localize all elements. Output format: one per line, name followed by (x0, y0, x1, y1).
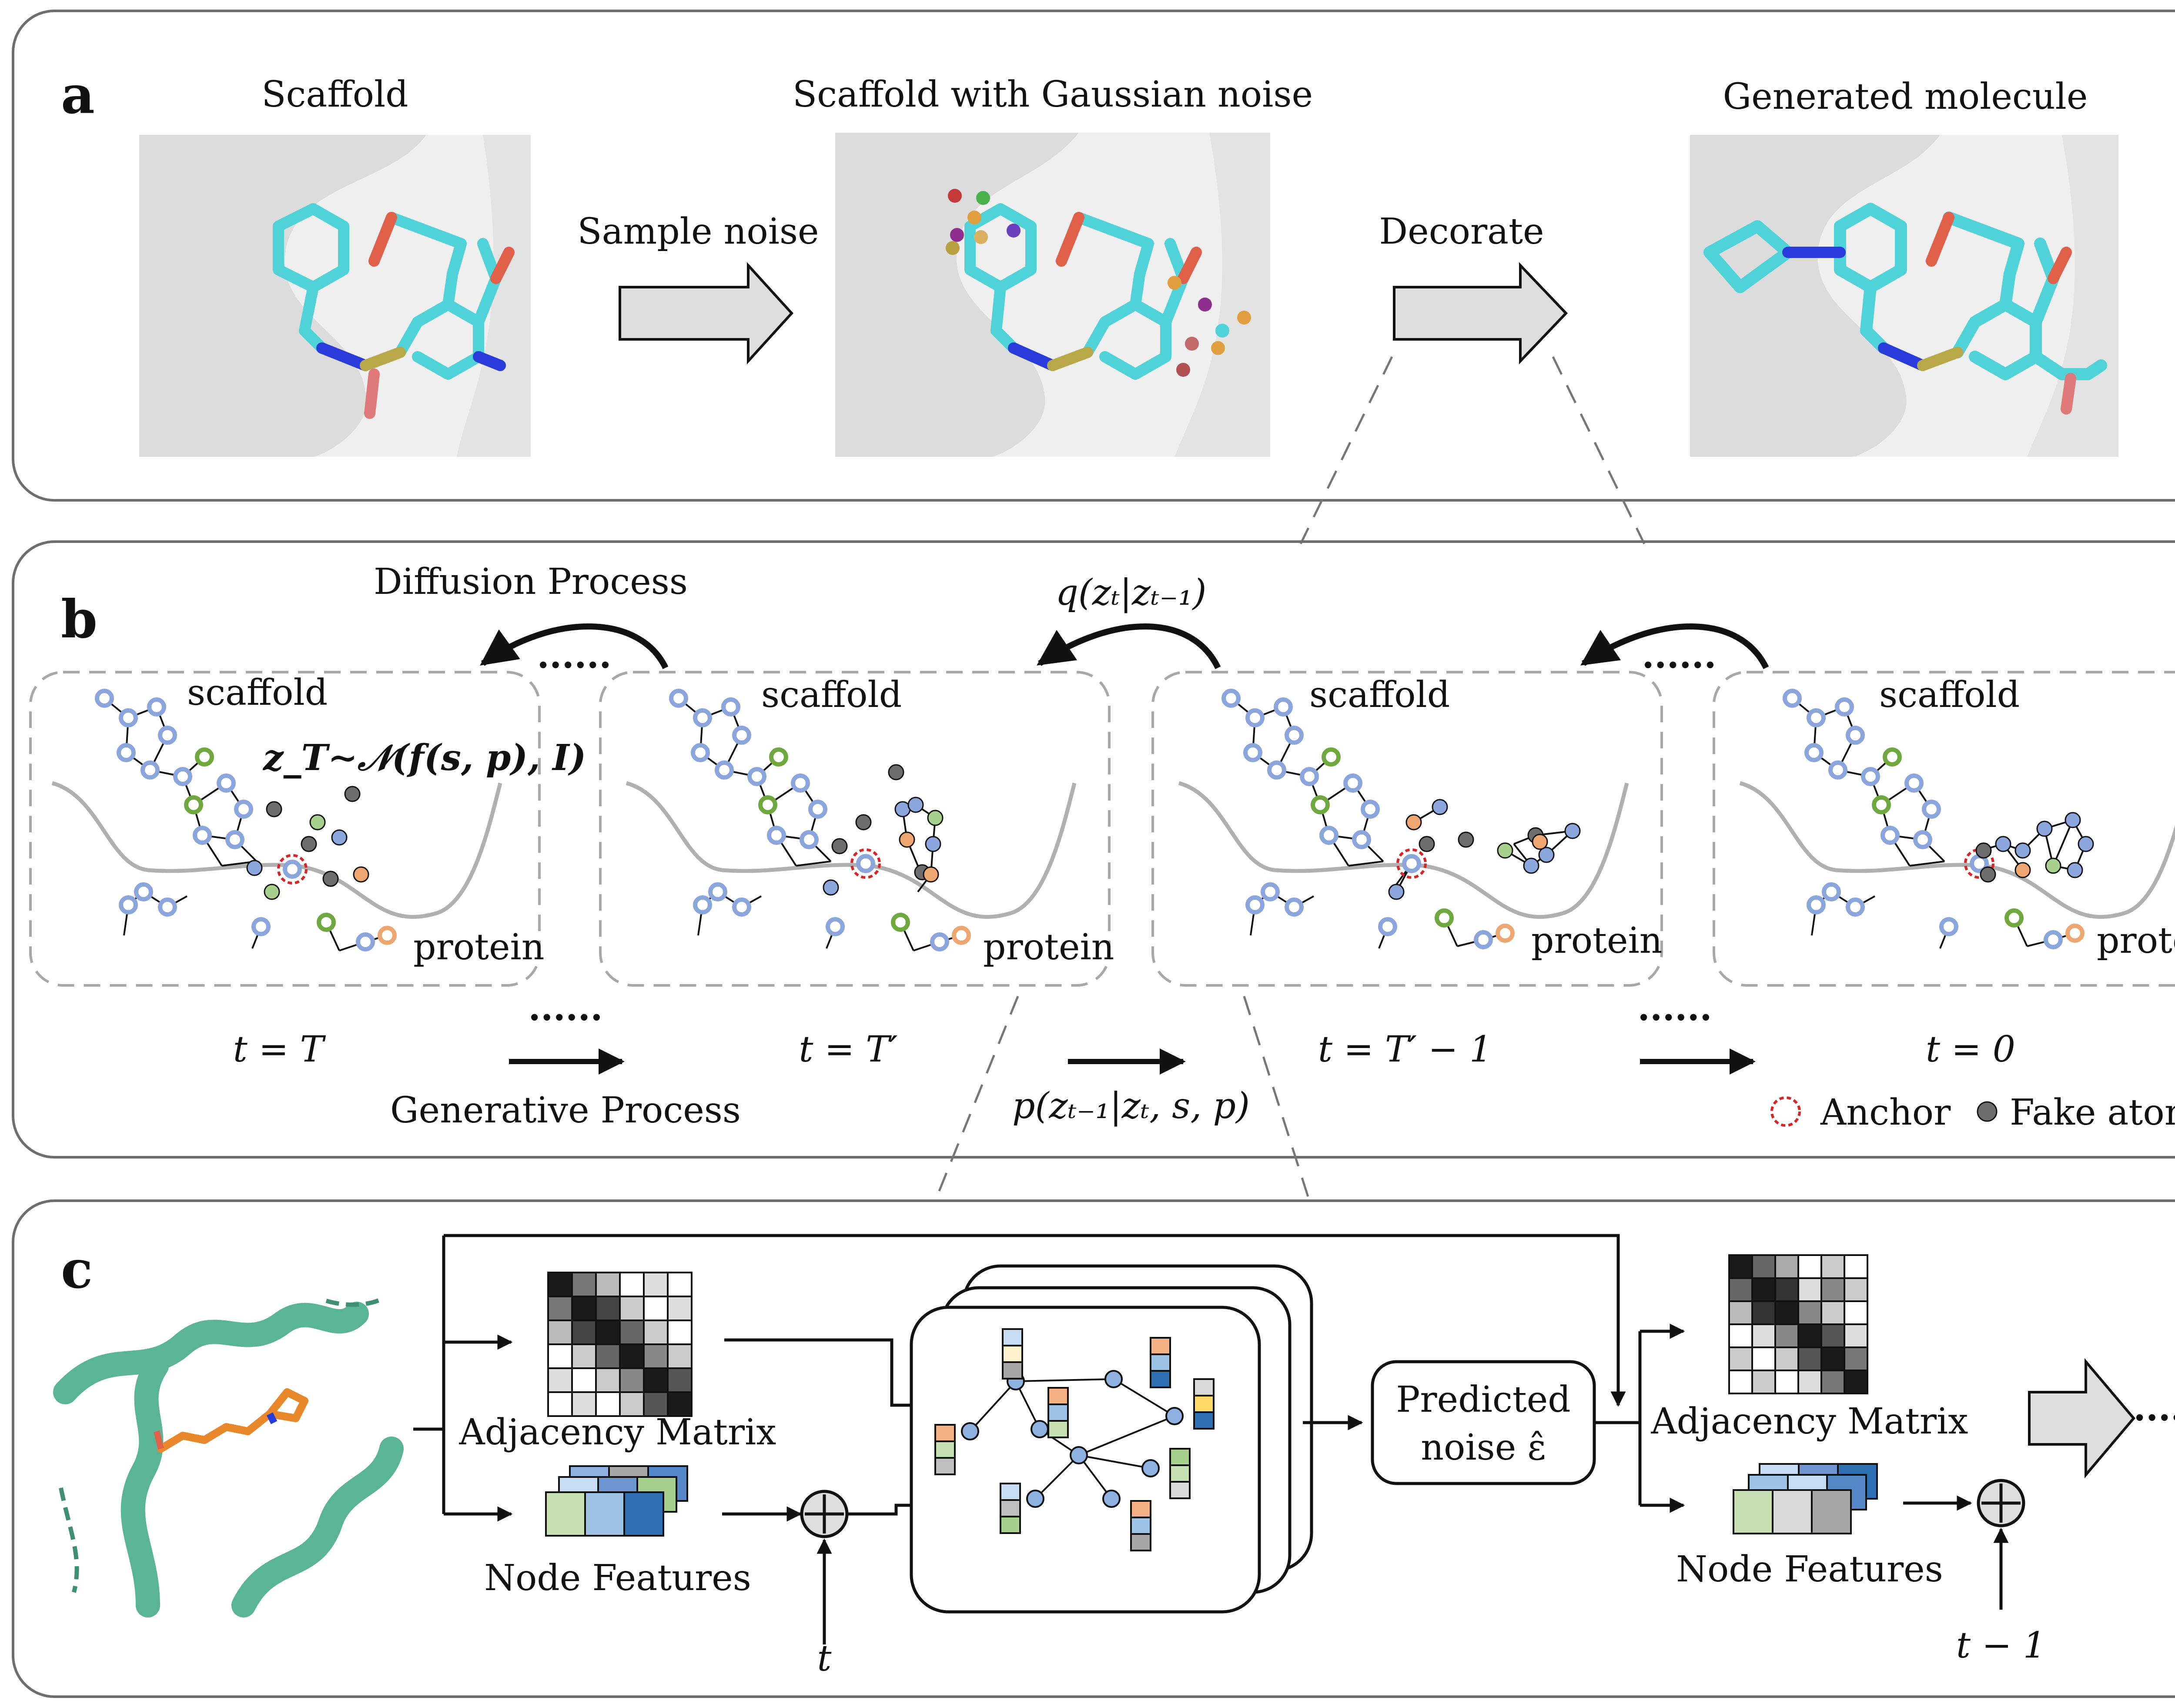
diffusion-ellipsis-1: ...... (537, 635, 611, 677)
panel-a: a Scaffold Scaffold with Gaussian noise … (12, 10, 2175, 502)
panel-b-border (12, 540, 2175, 1159)
sum-operator-input (800, 1490, 849, 1538)
generated-molecule-title: Generated molecule (1723, 76, 2088, 117)
time-label-0: t = 0 (1926, 1029, 2015, 1070)
panel-b-letter: b (61, 589, 97, 650)
diffusion-arrow-1 (480, 623, 669, 670)
zoom-line-ab-right (1552, 356, 1646, 545)
fake-atom-legend-label: Fake atom (2010, 1092, 2175, 1133)
generated-molecule-render-image (1690, 135, 2118, 457)
predicted-noise-line1: Predicted (1396, 1379, 1571, 1420)
panel-b: b Diffusion Process q(zₜ|zₜ₋₁) ...... ..… (12, 540, 2175, 1159)
time-label-T: t = T (233, 1029, 326, 1070)
protein-label-3: protein (1531, 920, 1663, 961)
prior-formula: z_T∼𝒩(f(s, p), I) (262, 737, 586, 779)
t-minus-one-label: t − 1 (1956, 1625, 2046, 1666)
adjacency-matrix-label: Adjacency Matrix (458, 1412, 776, 1453)
decorate-label: Decorate (1379, 211, 1544, 252)
time-label-Tprime: t = T′ (799, 1029, 897, 1070)
protein-label-4: protein (2097, 920, 2175, 961)
generative-ellipsis-2: ...... (1637, 987, 1712, 1029)
denoising-network-stack (910, 1264, 1313, 1614)
q-formula: q(zₜ|zₜ₋₁) (1055, 572, 1206, 613)
protein-label-1: protein (413, 927, 545, 968)
state-t-Tprime-minus-1: scaffold protein (1151, 671, 1663, 987)
anchor-legend-label: Anchor (1820, 1092, 1951, 1133)
skip-connection-arrow (444, 1234, 1626, 1407)
adjacency-matrix-input (547, 1272, 693, 1417)
scaffold-label-3: scaffold (1309, 674, 1450, 716)
panel-a-letter: a (61, 64, 95, 126)
generative-ellipsis-1: ...... (528, 987, 602, 1029)
predicted-noise-line2: noise ε̂ (1421, 1427, 1546, 1468)
state-t-0: scaffold protein (1713, 671, 2175, 987)
scaffold-label-4: scaffold (1879, 674, 2020, 716)
time-label-Tprime-minus-1: t = T′ − 1 (1318, 1029, 1492, 1070)
next-step-arrow (2028, 1358, 2135, 1479)
noisy-scaffold-title: Scaffold with Gaussian noise (793, 74, 1313, 115)
state-t-Tprime: scaffold protein (599, 671, 1114, 987)
node-features-output (1733, 1463, 1878, 1534)
panel-c: c (12, 1199, 2175, 1698)
zoom-line-ab-left (1299, 356, 1393, 545)
protein-cartoon-image (48, 1296, 404, 1618)
protein-label-2: protein (983, 927, 1114, 968)
anchor-legend-marker (1770, 1096, 1801, 1127)
t-input-label: t (817, 1638, 832, 1679)
sum-operator-output (1977, 1479, 2025, 1527)
diffusion-ellipsis-2: ...... (1642, 635, 1716, 677)
noisy-scaffold-render-image (835, 133, 1270, 457)
scaffold-label-2: scaffold (761, 674, 902, 716)
scaffold-render-image (139, 135, 531, 457)
diffusion-arrow-2 (1037, 623, 1221, 670)
diffusion-process-label: Diffusion Process (374, 561, 688, 603)
decorate-arrow (1393, 262, 1568, 365)
node-features-output-label: Node Features (1676, 1549, 1943, 1590)
diffusion-arrow-3 (1580, 623, 1769, 670)
zoom-line-bc-right (1243, 996, 1311, 1201)
adjacency-matrix-output-label: Adjacency Matrix (1650, 1401, 1968, 1442)
sample-noise-label: Sample noise (577, 211, 819, 252)
node-features-input (545, 1465, 688, 1537)
sample-noise-arrow (619, 262, 794, 365)
panel-c-letter: c (61, 1239, 93, 1300)
state-t-T: scaffold protein z_T∼𝒩(f(s, p), I) (29, 671, 586, 987)
next-step-ellipsis: ...... (2133, 1387, 2175, 1429)
panel-a-border (12, 10, 2175, 502)
adjacency-matrix-output (1728, 1254, 1868, 1394)
generative-process-label: Generative Process (390, 1090, 741, 1131)
node-features-label: Node Features (484, 1557, 751, 1599)
fake-atom-legend-marker (1977, 1101, 1998, 1122)
p-formula: p(zₜ₋₁|zₜ, s, p) (1012, 1085, 1250, 1127)
panel-c-border (12, 1199, 2175, 1698)
zoom-line-bc-left (934, 996, 1019, 1201)
scaffold-title: Scaffold (261, 74, 408, 115)
scaffold-label-1: scaffold (187, 672, 328, 713)
